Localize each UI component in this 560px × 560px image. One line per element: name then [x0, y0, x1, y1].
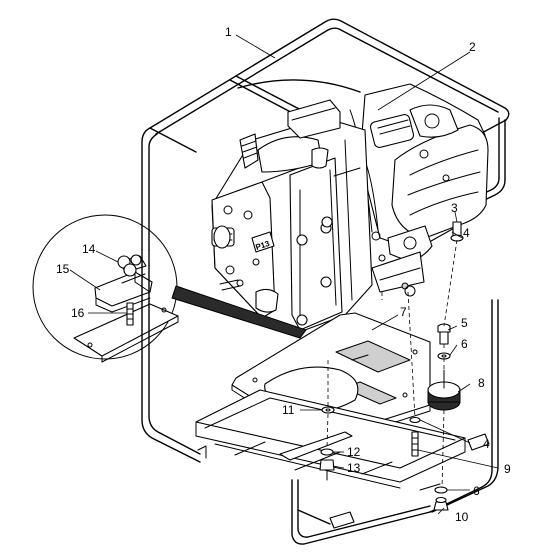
callout-3: 3 — [451, 201, 458, 215]
detail-view — [32, 214, 307, 363]
callout-7: 7 — [400, 305, 407, 319]
callout-6a: 6 — [461, 337, 468, 351]
callout-6b: 6 — [473, 484, 480, 498]
vibration-mount-assembly — [319, 221, 464, 511]
callout-14: 14 — [82, 242, 96, 256]
callout-4a: 4 — [463, 226, 470, 240]
callout-10: 10 — [455, 510, 469, 524]
callout-numbers: 1 2 3 4 5 6 7 8 4 9 6 10 11 12 13 14 15 … — [56, 25, 511, 524]
callout-5: 5 — [461, 316, 468, 330]
detail-pointer — [171, 285, 307, 339]
pump-marking: P13 — [254, 239, 271, 252]
callout-9: 9 — [504, 462, 511, 476]
engine — [349, 83, 489, 297]
callout-8: 8 — [478, 376, 485, 390]
leader-lines — [69, 34, 499, 515]
callout-13: 13 — [347, 461, 361, 475]
pump-body: P13 — [211, 99, 373, 331]
callout-11: 11 — [282, 403, 295, 417]
callout-2: 2 — [469, 40, 476, 54]
callout-15: 15 — [56, 262, 70, 276]
lower-frame — [141, 249, 499, 545]
assembly-axes — [326, 239, 458, 489]
callout-12: 12 — [347, 445, 361, 459]
callout-1: 1 — [225, 25, 232, 39]
pump-stud-bolts — [219, 216, 333, 326]
callout-4b: 4 — [483, 437, 490, 451]
callout-16: 16 — [71, 306, 85, 320]
